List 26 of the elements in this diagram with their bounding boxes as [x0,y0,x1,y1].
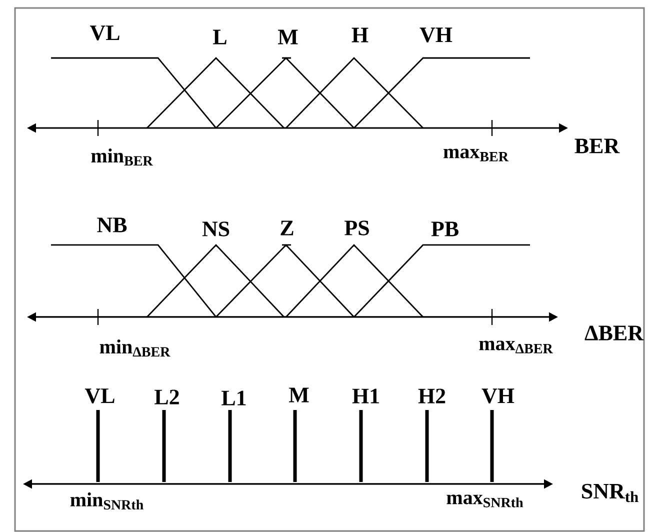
term-label: VH [482,388,514,404]
term-label: Z [280,220,294,236]
range-label: max$_{ΔBER}$ [479,340,553,354]
range-label: min$_{BER}$ [91,148,153,166]
axis-label: BER [574,138,620,154]
term-label: PS [344,220,369,236]
term-label: L [213,30,226,44]
term-label: PB [431,222,458,236]
range-label: max$_{SNRth}$ [446,494,524,508]
range-label: max$_{BER}$ [444,148,509,162]
term-label: NS [202,222,230,236]
term-label: H1 [352,388,379,404]
term-label: L2 [154,390,179,404]
term-label: VH [420,28,452,42]
term-label: H [352,28,368,42]
term-label: H2 [418,388,446,404]
term-label: M [289,388,309,402]
axis-label: SNR$_{th}$ [582,484,638,502]
term-label: NB [97,218,127,232]
range-label: min$_{ΔBER}$ [100,339,170,356]
term-label: VL [84,388,114,404]
term-label: M [278,30,298,44]
term-label: VL [90,26,120,40]
axis-label: ΔBER [584,326,644,340]
term-label: L1 [222,390,246,406]
range-label: min$_{SNRth}$ [70,492,144,510]
